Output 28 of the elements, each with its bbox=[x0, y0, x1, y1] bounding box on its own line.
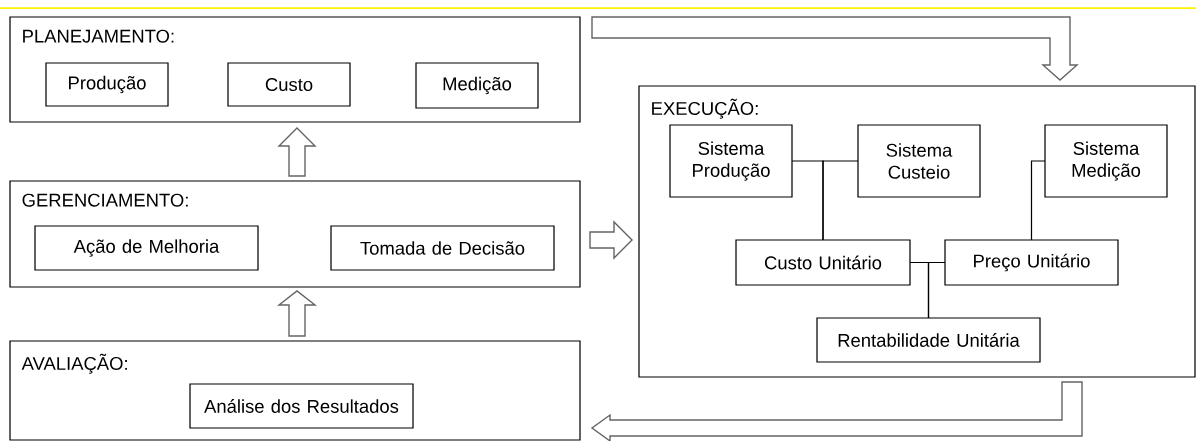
section-box bbox=[9, 340, 581, 441]
process-box: Tomada de Decisão bbox=[330, 225, 555, 271]
block-arrow bbox=[276, 290, 318, 337]
process-box: Ação de Melhoria bbox=[34, 225, 259, 271]
process-box: Sistema Custeio bbox=[857, 124, 981, 198]
process-box: Análise dos Resultados bbox=[189, 383, 414, 429]
section-box bbox=[9, 180, 581, 288]
section-box bbox=[9, 16, 581, 123]
process-box: Custo Unitário bbox=[735, 239, 911, 286]
block-arrow bbox=[589, 220, 633, 260]
connector-line bbox=[822, 160, 859, 241]
process-box: Rentabilidade Unitária bbox=[816, 317, 1041, 363]
process-box: Medição bbox=[415, 62, 539, 109]
section-box bbox=[638, 85, 1196, 378]
block-arrow bbox=[590, 381, 1083, 441]
process-box: Custo bbox=[227, 62, 351, 107]
section-heading: GERENCIAMENTO: bbox=[22, 193, 188, 207]
block-arrow bbox=[591, 16, 1079, 81]
process-box: Preço Unitário bbox=[944, 239, 1119, 286]
section-heading: EXECUÇÃO: bbox=[652, 98, 758, 119]
connector-line bbox=[1030, 160, 1046, 241]
process-box: Sistema Produção bbox=[669, 124, 793, 198]
process-box: Sistema Medição bbox=[1044, 124, 1168, 198]
section-heading: AVALIAÇÃO: bbox=[21, 353, 127, 374]
connector-line bbox=[927, 261, 946, 319]
process-box: Produção bbox=[45, 62, 169, 107]
block-arrow bbox=[277, 127, 317, 177]
section-heading: PLANEJAMENTO: bbox=[23, 29, 174, 43]
